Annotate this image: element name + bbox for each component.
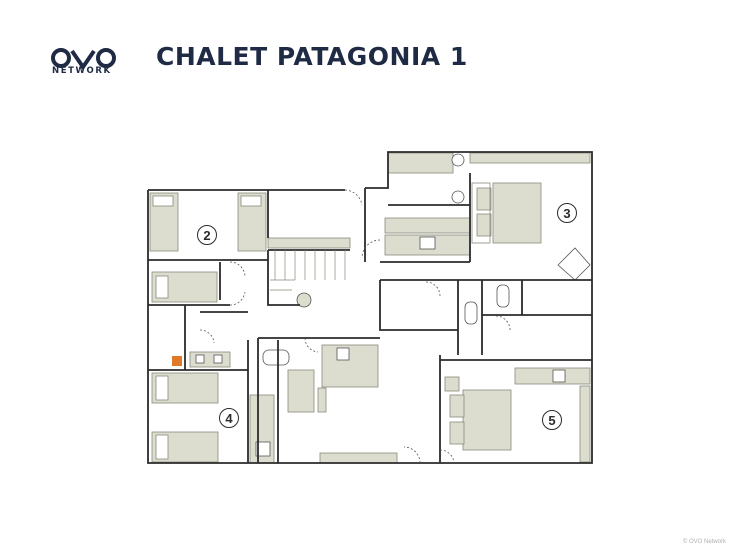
ovo-logo <box>51 48 116 71</box>
fireplace <box>172 356 182 366</box>
room-label-2: 2 <box>197 225 217 245</box>
page-title: CHALET PATAGONIA 1 <box>156 42 468 71</box>
brand-name: NETWORK <box>52 66 112 76</box>
stair-treads <box>270 250 346 291</box>
walls <box>147 151 593 464</box>
fixtures <box>195 153 591 457</box>
room-label-5: 5 <box>542 410 562 430</box>
room-label-4: 4 <box>219 408 239 428</box>
copyright: © OVO Network <box>682 539 726 545</box>
furniture <box>149 152 591 464</box>
door-arcs <box>199 189 511 464</box>
room-label-3: 3 <box>557 203 577 223</box>
